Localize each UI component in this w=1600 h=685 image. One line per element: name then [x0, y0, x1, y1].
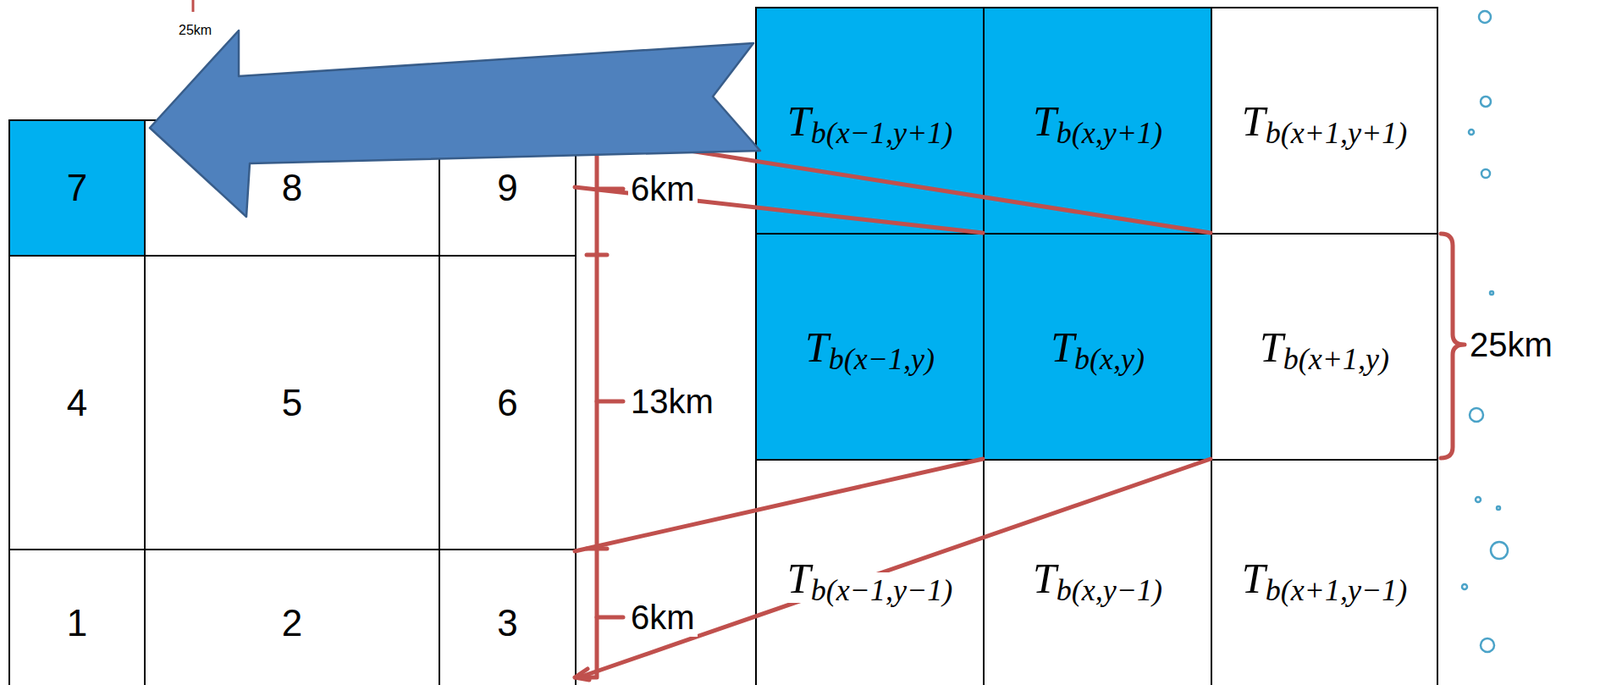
- dimension-label: 13km: [628, 381, 717, 421]
- grid-cell: Tb(x+1,y+1): [1210, 6, 1439, 235]
- grid-cell: Tb(x+1,y): [1210, 232, 1439, 461]
- variable-symbol: T: [1031, 553, 1057, 603]
- bubble: [1478, 11, 1491, 23]
- grid-cell: Tb(x+1,y−1): [1210, 458, 1439, 685]
- bubble: [1475, 496, 1481, 503]
- variable-subscript: b(x,y): [1074, 341, 1147, 377]
- bubble: [1496, 506, 1501, 510]
- variable-symbol: T: [785, 96, 812, 146]
- cell-number: 6: [495, 381, 519, 425]
- cell-number: 1: [65, 601, 89, 645]
- grid-cell: Tb(x−1,y): [755, 232, 985, 461]
- cell-number: 7: [65, 166, 89, 210]
- bubble: [1468, 129, 1474, 135]
- dimension-label: 25km: [1467, 325, 1556, 365]
- variable-symbol: T: [803, 322, 829, 372]
- variable-subscript: b(x,y−1): [1056, 572, 1165, 608]
- variable-symbol: T: [1031, 96, 1057, 146]
- bubble: [1490, 541, 1508, 559]
- variable-subscript: b(x−1,y): [828, 341, 937, 377]
- bubble: [1480, 96, 1491, 107]
- grid-cell: Tb(x,y+1): [982, 6, 1213, 235]
- cell-number: 8: [280, 166, 304, 210]
- variable-symbol: T: [785, 553, 812, 603]
- bubble: [1462, 584, 1468, 590]
- cell-number: 2: [280, 601, 304, 645]
- variable-subscript: b(x−1,y−1): [811, 572, 955, 608]
- bracket: [586, 135, 597, 678]
- variable-symbol: T: [1240, 553, 1266, 603]
- bubble: [1480, 638, 1495, 652]
- grid-cell: 5: [143, 254, 441, 551]
- grid-cell: 3: [438, 548, 577, 685]
- grid-cell: 6: [438, 254, 577, 551]
- variable-symbol: T: [1048, 322, 1075, 372]
- cell-number: 5: [280, 381, 304, 425]
- variable-subscript: b(x+1,y−1): [1265, 572, 1410, 608]
- brace: [1440, 233, 1465, 458]
- cell-number: 4: [65, 381, 89, 425]
- variable-subscript: b(x+1,y+1): [1265, 115, 1410, 151]
- grid-cell: 8: [143, 119, 441, 257]
- variable-symbol: T: [1257, 322, 1284, 372]
- grid-cell: Tb(x,y−1): [982, 458, 1213, 685]
- bubble: [1481, 169, 1490, 178]
- grid-cell: Tb(x−1,y−1): [755, 458, 985, 685]
- variable-subscript: b(x+1,y): [1283, 341, 1391, 377]
- grid-cell: Tb(x−1,y+1): [755, 6, 985, 235]
- cell-number: 9: [495, 166, 519, 210]
- grid-cell: 4: [8, 254, 146, 551]
- grid-cell: 1: [8, 548, 146, 685]
- bracket-tick: [596, 399, 624, 404]
- variable-subscript: b(x−1,y+1): [811, 115, 955, 151]
- grid-cell: 7: [8, 119, 146, 257]
- grid-cell: Tb(x,y): [982, 232, 1213, 461]
- variable-subscript: b(x,y+1): [1056, 115, 1165, 151]
- bracket-tick: [596, 615, 624, 620]
- grid-cell: 2: [143, 548, 441, 685]
- bracket-tick: [596, 187, 624, 192]
- bubble: [1489, 291, 1494, 295]
- bracket-divider: [586, 546, 607, 552]
- bubble: [1469, 408, 1484, 422]
- bracket-divider: [586, 253, 607, 258]
- cell-number: 3: [495, 601, 519, 645]
- scale-label: 25km: [176, 22, 215, 39]
- variable-symbol: T: [1240, 96, 1266, 146]
- dimension-label: 6km: [628, 169, 698, 209]
- dimension-label: 6km: [628, 597, 698, 637]
- scale-tick: [192, 0, 195, 12]
- arrow-tip: [574, 668, 590, 680]
- grid-cell: 9: [438, 119, 577, 257]
